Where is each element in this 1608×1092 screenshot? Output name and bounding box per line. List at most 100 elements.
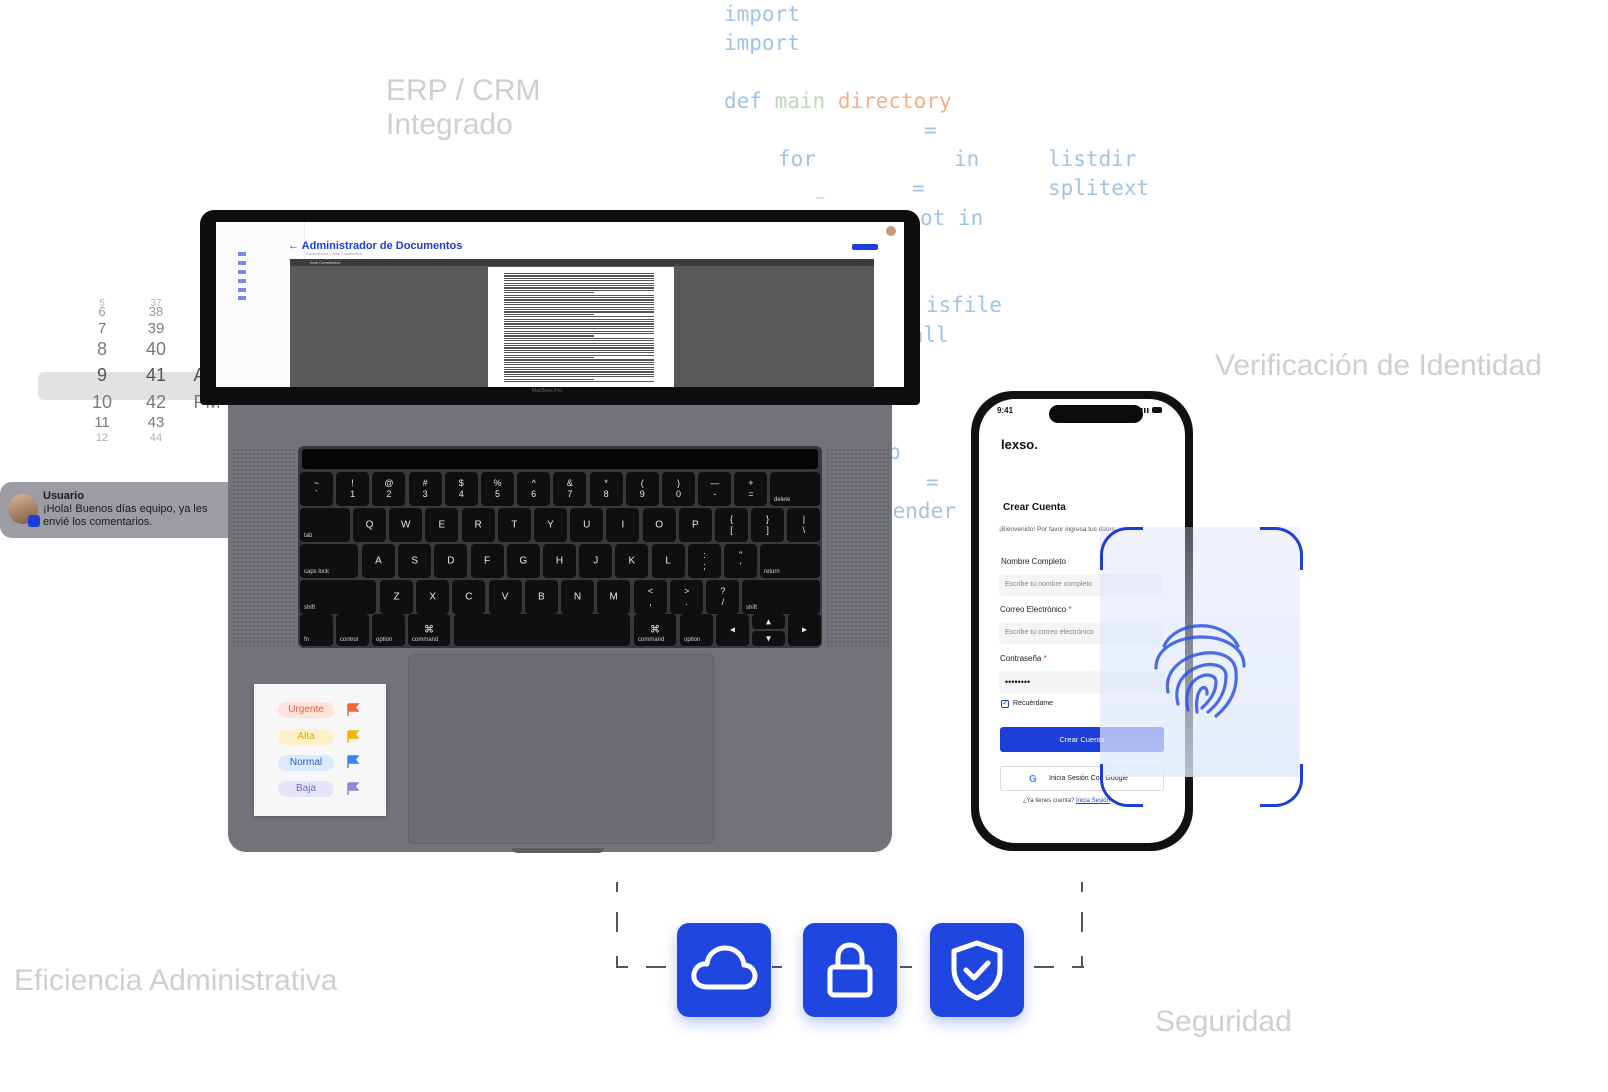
key-sym4-1[interactable]: > .: [670, 580, 704, 614]
key-7[interactable]: & 7: [553, 472, 587, 506]
key-option-right[interactable]: option: [680, 614, 713, 646]
lock-feature-tile[interactable]: [803, 923, 897, 1017]
breadcrumb-documents[interactable]: Documentos: [306, 251, 329, 256]
key-fn[interactable]: fn: [300, 614, 333, 646]
time-row-8[interactable]: 8 40: [38, 339, 228, 365]
key-tab[interactable]: tab: [300, 508, 350, 542]
minute-44[interactable]: 44: [149, 432, 163, 442]
key--[interactable]: — -: [698, 472, 732, 506]
key-s[interactable]: S: [398, 544, 432, 578]
key-z[interactable]: Z: [380, 580, 413, 614]
touch-bar[interactable]: [302, 449, 818, 469]
key-shift-left[interactable]: shift: [300, 580, 376, 614]
key-control[interactable]: control: [336, 614, 369, 646]
key-c[interactable]: C: [452, 580, 486, 614]
key-sym4-2[interactable]: ? /: [706, 580, 740, 614]
back-arrow-icon[interactable]: ←: [288, 240, 302, 252]
cloud-feature-tile[interactable]: [677, 923, 771, 1017]
key-b[interactable]: B: [524, 580, 558, 614]
time-row-6[interactable]: 6 38: [38, 304, 228, 330]
key-d[interactable]: D: [434, 544, 468, 578]
key-space[interactable]: [454, 614, 630, 646]
minute-39[interactable]: 39: [147, 320, 165, 337]
sidebar-icon-3[interactable]: [238, 270, 246, 274]
key-shift-right[interactable]: shift: [742, 580, 820, 614]
key-r[interactable]: R: [461, 508, 495, 542]
key-command-right[interactable]: ⌘command: [634, 614, 676, 646]
key-1[interactable]: ! 1: [336, 472, 370, 506]
key-a[interactable]: A: [362, 544, 395, 578]
key-i[interactable]: I: [606, 508, 640, 542]
key-l[interactable]: L: [651, 544, 685, 578]
key-j[interactable]: J: [579, 544, 613, 578]
sidebar-icon-2[interactable]: [238, 261, 246, 265]
key-x[interactable]: X: [416, 580, 450, 614]
key-g[interactable]: G: [506, 544, 540, 578]
key-delete[interactable]: delete: [770, 472, 820, 506]
priority-urgent-tag[interactable]: Urgente: [278, 702, 334, 718]
key-k[interactable]: K: [615, 544, 649, 578]
time-row-5[interactable]: 5 37: [38, 298, 228, 324]
key-sym-2[interactable]: | \: [787, 508, 821, 542]
key-=[interactable]: + =: [734, 472, 768, 506]
key-y[interactable]: Y: [534, 508, 567, 542]
minute-43[interactable]: 43: [147, 414, 165, 431]
key-0[interactable]: ) 0: [662, 472, 695, 506]
minute-42[interactable]: 42: [145, 392, 167, 412]
trackpad[interactable]: [408, 654, 714, 844]
key-sym3-0[interactable]: : ;: [688, 544, 721, 578]
user-avatar[interactable]: [886, 226, 896, 236]
login-link[interactable]: Inicia Sesión: [1075, 798, 1110, 804]
key-sym-0[interactable]: { [: [715, 508, 748, 542]
key-6[interactable]: ^ 6: [517, 472, 551, 506]
hour-8[interactable]: 8: [96, 339, 107, 359]
key-sym-1[interactable]: } ]: [751, 508, 785, 542]
document-viewer[interactable]: Acta Constitutiva: [290, 259, 874, 387]
minute-38[interactable]: 38: [148, 304, 164, 319]
minute-37[interactable]: 37: [150, 298, 162, 309]
key-command-left[interactable]: ⌘command: [408, 614, 450, 646]
sidebar-icon-6[interactable]: [238, 296, 246, 300]
key-m[interactable]: M: [597, 580, 631, 614]
key-`[interactable]: ~ `: [300, 472, 333, 506]
time-row-7[interactable]: 7 39: [38, 320, 228, 346]
sidebar-icon-1[interactable]: [238, 252, 246, 256]
key-t[interactable]: T: [497, 508, 531, 542]
key-f[interactable]: F: [470, 544, 504, 578]
key-arrow-right[interactable]: ▸: [788, 614, 821, 646]
key-9[interactable]: ( 9: [625, 472, 659, 506]
hour-11[interactable]: 11: [94, 414, 110, 431]
key-w[interactable]: W: [389, 508, 423, 542]
hour-5[interactable]: 5: [99, 298, 105, 309]
minute-41[interactable]: 41: [145, 365, 167, 385]
key-o[interactable]: O: [642, 508, 676, 542]
key-e[interactable]: E: [425, 508, 459, 542]
key-5[interactable]: % 5: [481, 472, 514, 506]
key-return[interactable]: return: [760, 544, 820, 578]
sidebar-icon-4[interactable]: [238, 279, 246, 283]
breadcrumb-acta[interactable]: Acta Constitutiva: [331, 251, 362, 256]
key-sym3-1[interactable]: " ': [724, 544, 758, 578]
key-q[interactable]: Q: [353, 508, 386, 542]
key-n[interactable]: N: [561, 580, 594, 614]
key-h[interactable]: H: [543, 544, 576, 578]
key-arrow-left[interactable]: ◂: [716, 614, 749, 646]
hour-10[interactable]: 10: [91, 392, 113, 412]
key-v[interactable]: V: [488, 580, 522, 614]
priority-normal-tag[interactable]: Normal: [278, 755, 334, 771]
key-caps-lock[interactable]: caps lock: [300, 544, 358, 578]
key-sym4-0[interactable]: < ,: [634, 580, 667, 614]
key-p[interactable]: P: [678, 508, 712, 542]
key-2[interactable]: @ 2: [372, 472, 406, 506]
key-3[interactable]: # 3: [408, 472, 442, 506]
remember-checkbox[interactable]: ✓: [1001, 700, 1009, 708]
hour-9[interactable]: 9: [96, 365, 107, 385]
key-8[interactable]: * 8: [589, 472, 623, 506]
google-signin-button[interactable]: G Inicia Sesión Con Google: [1000, 766, 1164, 791]
hour-6[interactable]: 6: [98, 304, 106, 319]
hour-12[interactable]: 12: [95, 432, 109, 442]
hour-7[interactable]: 7: [97, 320, 107, 337]
time-row-12[interactable]: 12 44: [38, 432, 228, 442]
priority-high-tag[interactable]: Alta: [278, 729, 334, 745]
minute-40[interactable]: 40: [145, 339, 167, 359]
